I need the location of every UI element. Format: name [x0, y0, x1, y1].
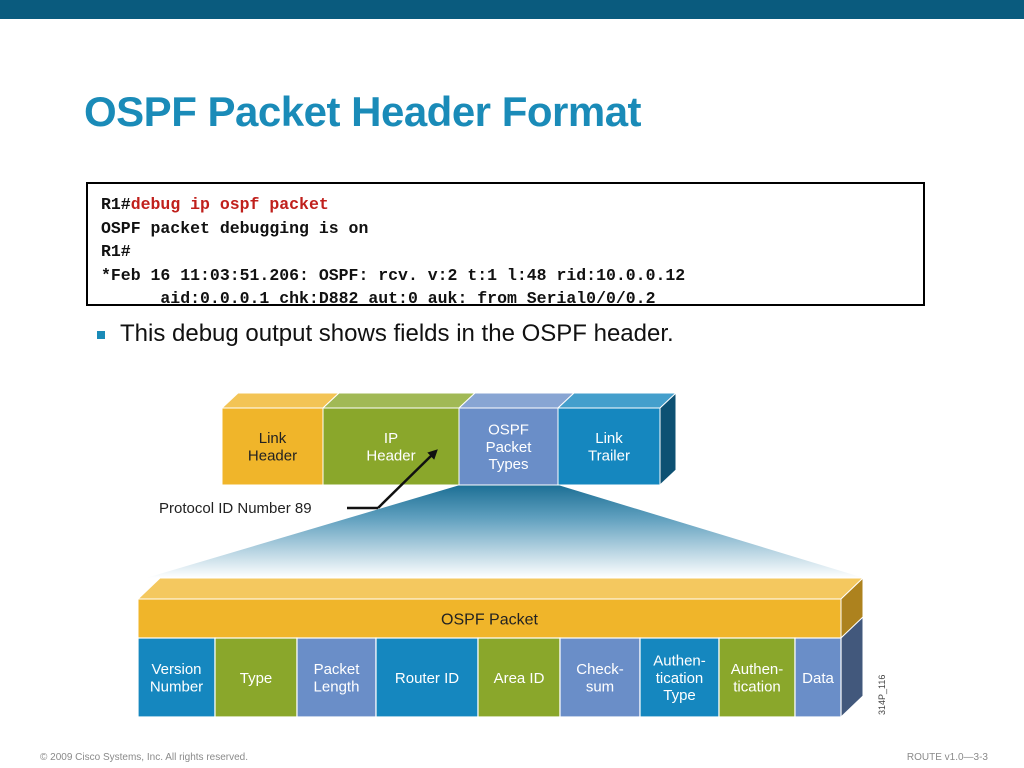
ospf-packet-types-segment-top [457, 392, 576, 409]
packet-length-field-label-line-2: Length [314, 678, 360, 695]
code-line-3: R1# [101, 242, 131, 261]
protocol-id-annotation: Protocol ID Number 89 [159, 500, 312, 517]
link-header-segment-label-line-1: Link [259, 430, 287, 447]
ospf-packet-banner-top [136, 577, 865, 600]
code-prompt: R1# [101, 195, 131, 214]
packet-length-field-face [296, 637, 377, 718]
slide-title: OSPF Packet Header Format [84, 88, 642, 135]
code-line-2: OSPF packet debugging is on [101, 218, 369, 238]
ospf-packet-structure: OSPF PacketVersionNumberTypePacketLength… [136, 576, 865, 719]
data-field: Data [794, 637, 842, 718]
area-id-field: Area ID [477, 637, 561, 718]
top-banner [0, 0, 1024, 19]
ip-header-segment-top [321, 392, 477, 409]
bullet-square-icon [97, 331, 105, 339]
router-id-field-label-line-1: Router ID [395, 670, 459, 687]
area-id-field-face [477, 637, 561, 718]
bullet-item: This debug output shows fields in the OS… [97, 320, 674, 348]
debug-output-box: R1#debug ip ospf packet OSPF packet debu… [86, 182, 925, 308]
link-trailer-segment-face [557, 407, 661, 486]
type-field: Type [214, 637, 298, 718]
code-line-1: R1#debug ip ospf packet [101, 193, 923, 217]
packet-length-field-label-line-1: Packet [314, 661, 361, 678]
figure-id: 314P_116 [877, 675, 887, 715]
code-line-5: aid:0.0.0.1 chk:D882 aut:0 auk: from Ser… [101, 289, 656, 308]
link-trailer-segment-label-line-2: Trailer [588, 447, 630, 464]
ospf-packet-types-segment-label-line-2: Packet [486, 439, 533, 456]
checksum-field-face [559, 637, 641, 718]
link-header-segment-face [221, 407, 324, 486]
checksum-field-label-line-1: Check- [576, 661, 624, 678]
type-field-label-line-1: Type [240, 670, 273, 687]
authentication-field: Authen-tication [718, 637, 796, 718]
authentication-type-field-label-line-1: Authen- [653, 653, 706, 670]
ospf-packet-banner [137, 598, 842, 639]
frame-side [659, 391, 677, 487]
ospf-packet-label: OSPF Packet [441, 612, 538, 629]
ip-header-segment-face [322, 407, 460, 486]
ospf-packet-types-segment-face [458, 407, 559, 486]
encapsulation-frame: LinkHeaderIPHeaderOSPFPacketTypesLinkTra… [220, 391, 678, 487]
authentication-field-label-line-2: tication [733, 678, 781, 695]
ip-header-segment-label-line-2: Header [366, 447, 415, 464]
router-id-field: Router ID [375, 637, 479, 718]
version-number-field-label-line-2: Number [150, 678, 203, 695]
link-header-segment-label-line-2: Header [248, 447, 297, 464]
annotation-arrow [377, 449, 438, 509]
link-trailer-segment-top [556, 392, 678, 409]
ip-header-segment-label-line-1: IP [384, 430, 398, 447]
bullet-text: This debug output shows fields in the OS… [120, 320, 674, 347]
footer-course: ROUTE v1.0—3-3 [906, 752, 988, 763]
link-header-segment-top [220, 392, 341, 409]
area-id-field-label-line-1: Area ID [494, 670, 545, 687]
authentication-type-field-label-line-2: tication [656, 670, 704, 687]
link-trailer-segment-label-line-1: Link [595, 430, 623, 447]
checksum-field-label-line-2: sum [586, 678, 614, 695]
authentication-field-label-line-1: Authen- [731, 661, 784, 678]
data-field-label-line-1: Data [802, 670, 834, 687]
data-field-face [794, 637, 842, 718]
code-line-4: *Feb 16 11:03:51.206: OSPF: rcv. v:2 t:1… [101, 265, 686, 285]
code-command: debug ip ospf packet [130, 195, 329, 214]
ospf-packet-types-segment-label-line-1: OSPF [488, 422, 529, 439]
ospf-packet-types-segment-label-line-3: Types [488, 456, 528, 473]
expansion-fan [146, 485, 864, 578]
authentication-field-face [718, 637, 796, 718]
checksum-field: Check-sum [559, 637, 641, 718]
footer-copyright: © 2009 Cisco Systems, Inc. All rights re… [40, 752, 249, 763]
authentication-type-field-label-line-3: Type [663, 687, 696, 704]
version-number-field-label-line-1: Version [151, 661, 201, 678]
